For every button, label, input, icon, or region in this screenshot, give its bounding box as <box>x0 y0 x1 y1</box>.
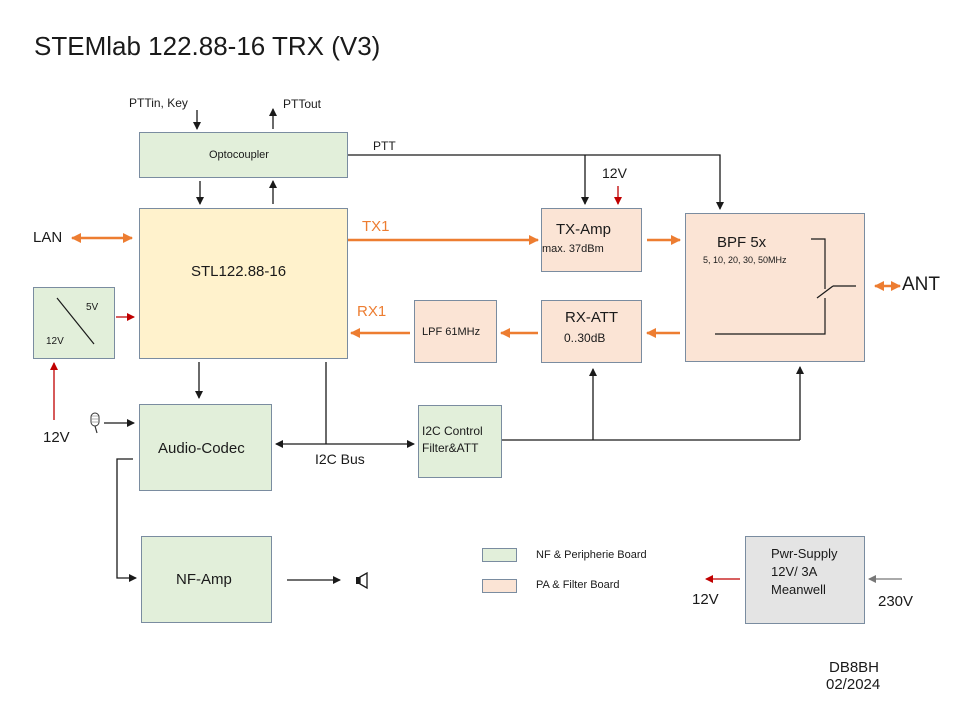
optocoupler-block: Optocoupler <box>139 132 348 178</box>
i2c-control-label-2: Filter&ATT <box>422 441 479 455</box>
page-title: STEMlab 122.88-16 TRX (V3) <box>34 31 381 61</box>
psu-label-3: Meanwell <box>771 582 826 597</box>
lpf-label: LPF 61MHz <box>422 326 481 338</box>
psu-label-1: Pwr-Supply <box>771 546 838 561</box>
ptt-out-label: PTTout <box>283 97 322 111</box>
ptt-label: PTT <box>373 139 396 153</box>
regulator-out-label: 5V <box>86 302 99 313</box>
psu-12v-label: 12V <box>692 591 719 608</box>
tx-amp-label: TX-Amp <box>556 221 612 238</box>
rx-att-block: RX-ATT 0..30dB <box>541 300 642 363</box>
ptt-in-label: PTTin, Key <box>129 96 188 110</box>
nf-amp-label: NF-Amp <box>176 571 232 588</box>
power-supply-block: Pwr-Supply 12V/ 3A Meanwell <box>745 536 865 624</box>
stl-label: STL122.88-16 <box>191 263 287 280</box>
bpf-switch-symbol <box>715 238 856 335</box>
legend-label-green: NF & Peripherie Board <box>536 549 647 561</box>
legend-swatch-green <box>482 548 517 562</box>
nf-amp-block: NF-Amp <box>141 536 272 623</box>
date-label: 02/2024 <box>826 676 881 693</box>
i2c-control-label-1: I2C Control <box>422 424 483 438</box>
tx-amp-block: TX-Amp max. 37dBm <box>541 208 642 272</box>
rx1-label: RX1 <box>357 303 387 320</box>
psu-230v-label: 230V <box>878 593 914 610</box>
rx-att-label: RX-ATT <box>565 309 619 326</box>
audio-codec-block: Audio-Codec <box>139 404 272 491</box>
i2c-control-block: I2C Control Filter&ATT <box>418 405 502 478</box>
voltage-regulator-block: 5V 12V <box>33 287 115 359</box>
speaker-icon <box>356 572 368 590</box>
stl-block: STL122.88-16 <box>139 208 348 359</box>
tx-12v-label: 12V <box>602 165 627 181</box>
tx-amp-sublabel: max. 37dBm <box>542 243 604 255</box>
i2c-bus-label: I2C Bus <box>315 451 365 467</box>
lan-label: LAN <box>33 229 63 246</box>
author-label: DB8BH <box>829 659 880 676</box>
legend-label-peach: PA & Filter Board <box>536 579 620 591</box>
tx1-label: TX1 <box>362 218 390 235</box>
bpf-block: BPF 5x 5, 10, 20, 30, 50MHz <box>685 213 865 362</box>
legend-swatch-peach <box>482 579 517 593</box>
regulator-12v-label: 12V <box>43 429 70 446</box>
ant-label: ANT <box>902 274 940 295</box>
rx-att-sublabel: 0..30dB <box>564 331 606 345</box>
audio-codec-label: Audio-Codec <box>158 440 245 457</box>
microphone-icon <box>90 412 100 434</box>
bpf-label: BPF 5x <box>717 234 767 251</box>
psu-label-2: 12V/ 3A <box>771 564 818 579</box>
regulator-in-label: 12V <box>46 336 64 347</box>
lpf-block: LPF 61MHz <box>414 300 497 363</box>
optocoupler-label: Optocoupler <box>209 149 269 161</box>
regulator-diagonal <box>56 297 95 345</box>
bpf-sublabel: 5, 10, 20, 30, 50MHz <box>703 255 787 265</box>
